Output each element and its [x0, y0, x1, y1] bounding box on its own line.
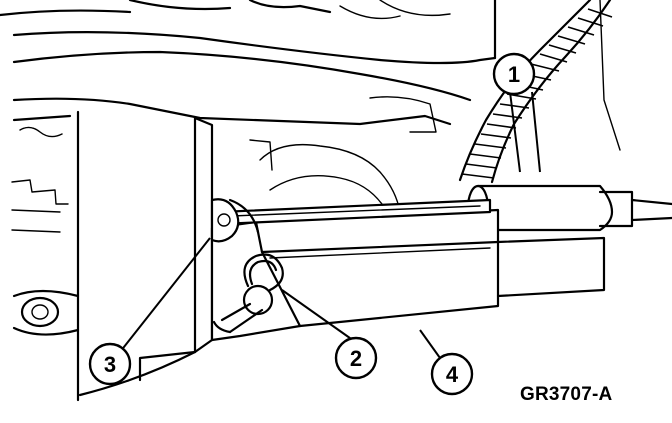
wiring-harness	[458, 0, 613, 184]
cable-end-socket	[210, 198, 260, 243]
callout-2-number: 2	[350, 346, 362, 371]
callout-4-number: 4	[446, 362, 459, 387]
callout-2: 2	[334, 336, 378, 380]
figure-id-label: GR3707-A	[520, 384, 613, 405]
callout-3-number: 3	[104, 352, 116, 377]
callout-3: 3	[88, 342, 132, 386]
retaining-clip	[212, 253, 284, 334]
upper-frame-rail	[0, 0, 621, 151]
callout-1-number: 1	[508, 62, 520, 87]
left-structure	[11, 110, 80, 402]
bracket-plate	[78, 116, 214, 397]
callout-4: 4	[430, 352, 474, 396]
callout-1: 1	[492, 52, 536, 96]
